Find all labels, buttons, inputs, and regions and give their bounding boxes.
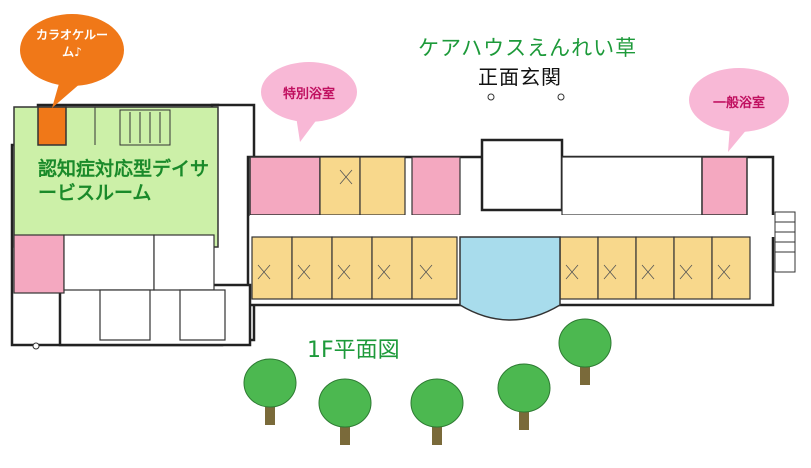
trees: [243, 318, 612, 445]
corridor: [250, 215, 775, 237]
atrium: [459, 236, 561, 321]
karaoke-callout: [20, 14, 124, 108]
special-bath-callout: [261, 62, 357, 142]
floor-label: 1F平面図: [307, 338, 400, 363]
resident-rooms: [251, 236, 751, 300]
entrance-label: 正面玄関: [478, 65, 562, 89]
day-service-room-label: 認知症対応型デイサービスルーム: [38, 158, 210, 204]
general-bath-label: 一般浴室: [712, 96, 765, 111]
special-bath: [249, 156, 321, 216]
karaoke-room-label: カラオケルーム♪: [35, 28, 108, 59]
special-bath-label: 特別浴室: [282, 87, 335, 102]
facility-name: ケアハウスえんれい草: [418, 36, 638, 60]
general-bath-callout: [689, 68, 789, 152]
general-bath: [701, 156, 748, 216]
karaoke-room: [37, 106, 67, 146]
